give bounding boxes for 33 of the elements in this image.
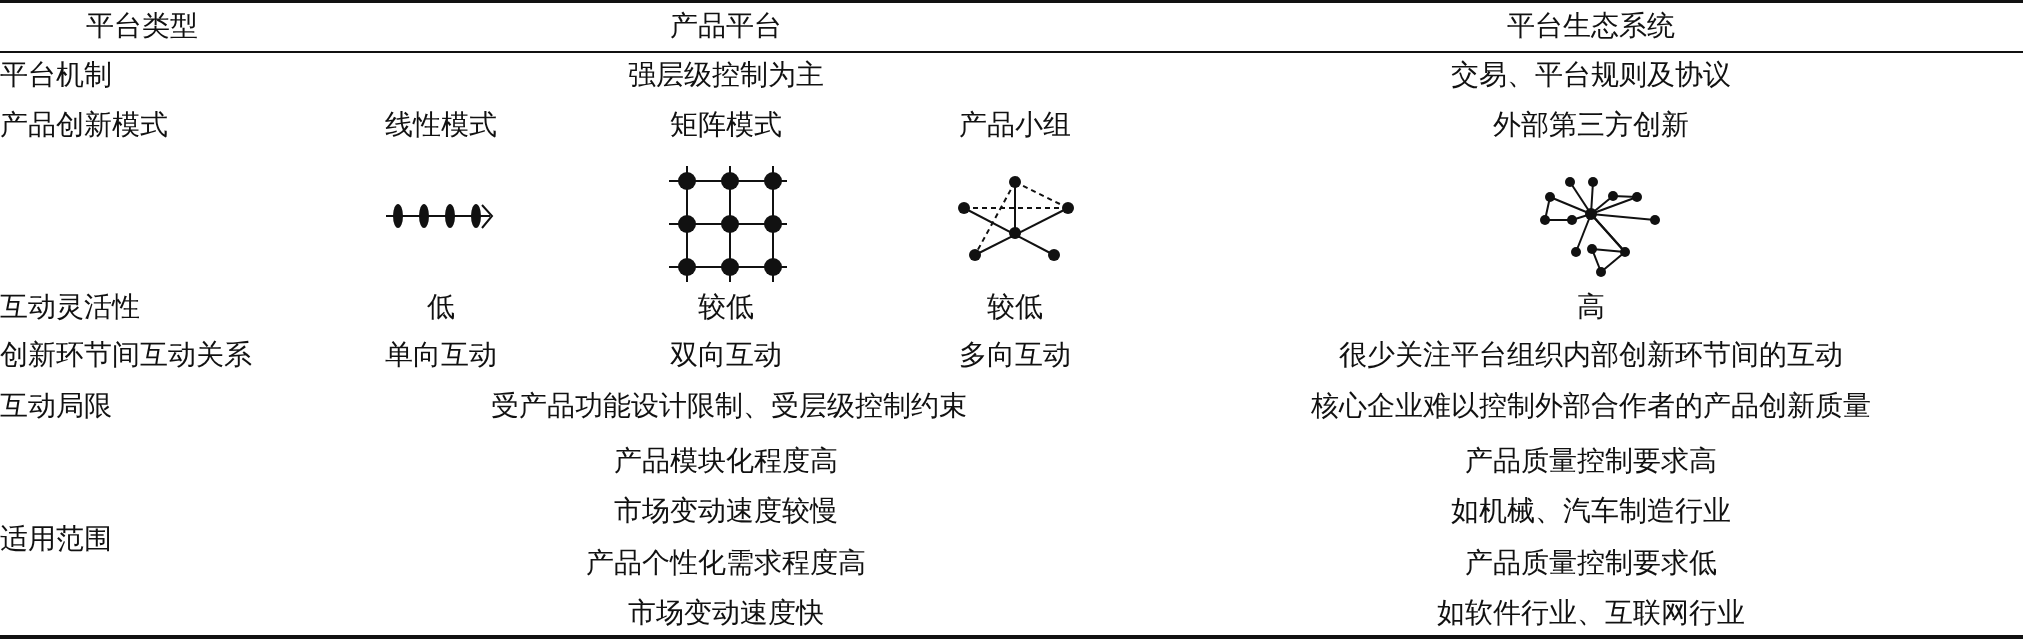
cell-text: 产品质量控制要求高 [1465,445,1717,477]
cell-text: 市场变动速度快 [628,597,824,629]
cell-text: 外部第三方创新 [1493,109,1689,141]
cell-text: 交易、平台规则及协议 [1451,59,1731,91]
cell-text: 产品质量控制要求低 [1465,547,1717,579]
cell-text: 单向互动 [385,339,497,371]
column-header: 平台生态系统 [1507,10,1675,42]
cell-text: 如机械、汽车制造行业 [1451,495,1731,527]
cell-text: 产品模块化程度高 [614,445,838,477]
row-header: 适用范围 [0,523,112,555]
row-header: 互动灵活性 [0,291,140,323]
cell-text: 线性模式 [385,109,497,141]
cell-text: 较低 [698,291,754,323]
cell-text: 如软件行业、互联网行业 [1437,597,1745,629]
row-header: 互动局限 [0,390,112,422]
cell-text: 产品个性化需求程度高 [586,547,866,579]
cell-text: 很少关注平台组织内部创新环节间的互动 [1339,339,1843,371]
row-header: 产品创新模式 [0,109,168,141]
cell-text: 双向互动 [670,339,782,371]
cell-text: 矩阵模式 [670,109,782,141]
cell-text: 市场变动速度较慢 [614,495,838,527]
cell-text: 高 [1577,291,1605,323]
cell-text: 多向互动 [959,339,1071,371]
cell-text: 较低 [987,291,1043,323]
column-header: 产品平台 [670,10,782,42]
row-header: 平台机制 [0,59,112,91]
cell-text: 强层级控制为主 [628,59,824,91]
cell-text: 低 [427,291,455,323]
row-header: 创新环节间互动关系 [0,339,252,371]
cell-text: 受产品功能设计限制、受层级控制约束 [491,390,967,422]
column-header: 平台类型 [86,10,198,42]
cell-text: 产品小组 [959,109,1071,141]
cell-text: 核心企业难以控制外部合作者的产品创新质量 [1311,390,1871,422]
